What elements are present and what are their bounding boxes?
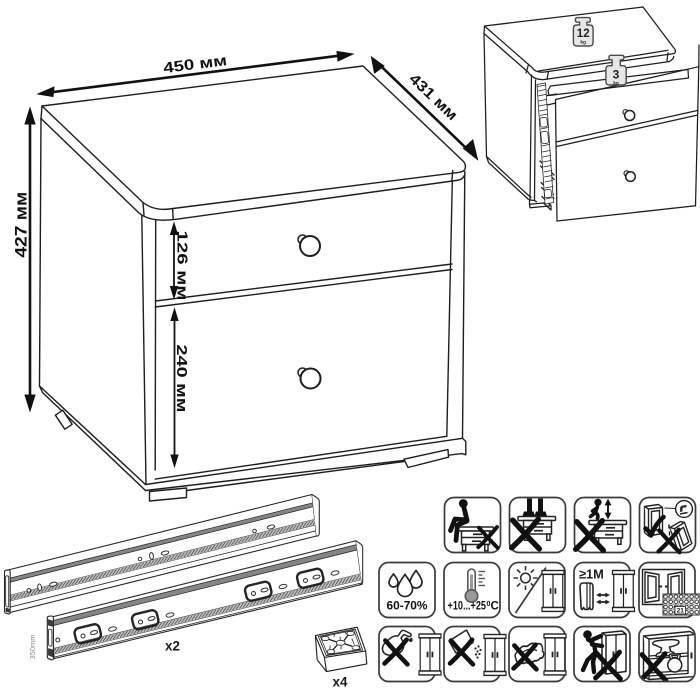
svg-text:kg: kg: [613, 80, 619, 86]
svg-text:12: 12: [577, 28, 590, 40]
svg-text:x2: x2: [165, 639, 180, 654]
svg-text:+10...+25: +10...+25: [448, 601, 487, 613]
svg-text:0: 0: [487, 601, 491, 608]
svg-text:≥1M: ≥1M: [579, 567, 604, 582]
svg-text:427 мм: 427 мм: [12, 192, 30, 258]
svg-text:x4: x4: [333, 675, 348, 689]
svg-text:60-70%: 60-70%: [387, 599, 428, 613]
svg-text:350mm: 350mm: [28, 634, 37, 659]
svg-text:126 мм: 126 мм: [174, 231, 190, 301]
svg-text:C: C: [491, 601, 499, 613]
svg-text:240 мм: 240 мм: [173, 345, 189, 413]
svg-text:kg: kg: [580, 39, 586, 45]
svg-text:21: 21: [677, 608, 685, 615]
svg-text:3: 3: [613, 68, 620, 82]
